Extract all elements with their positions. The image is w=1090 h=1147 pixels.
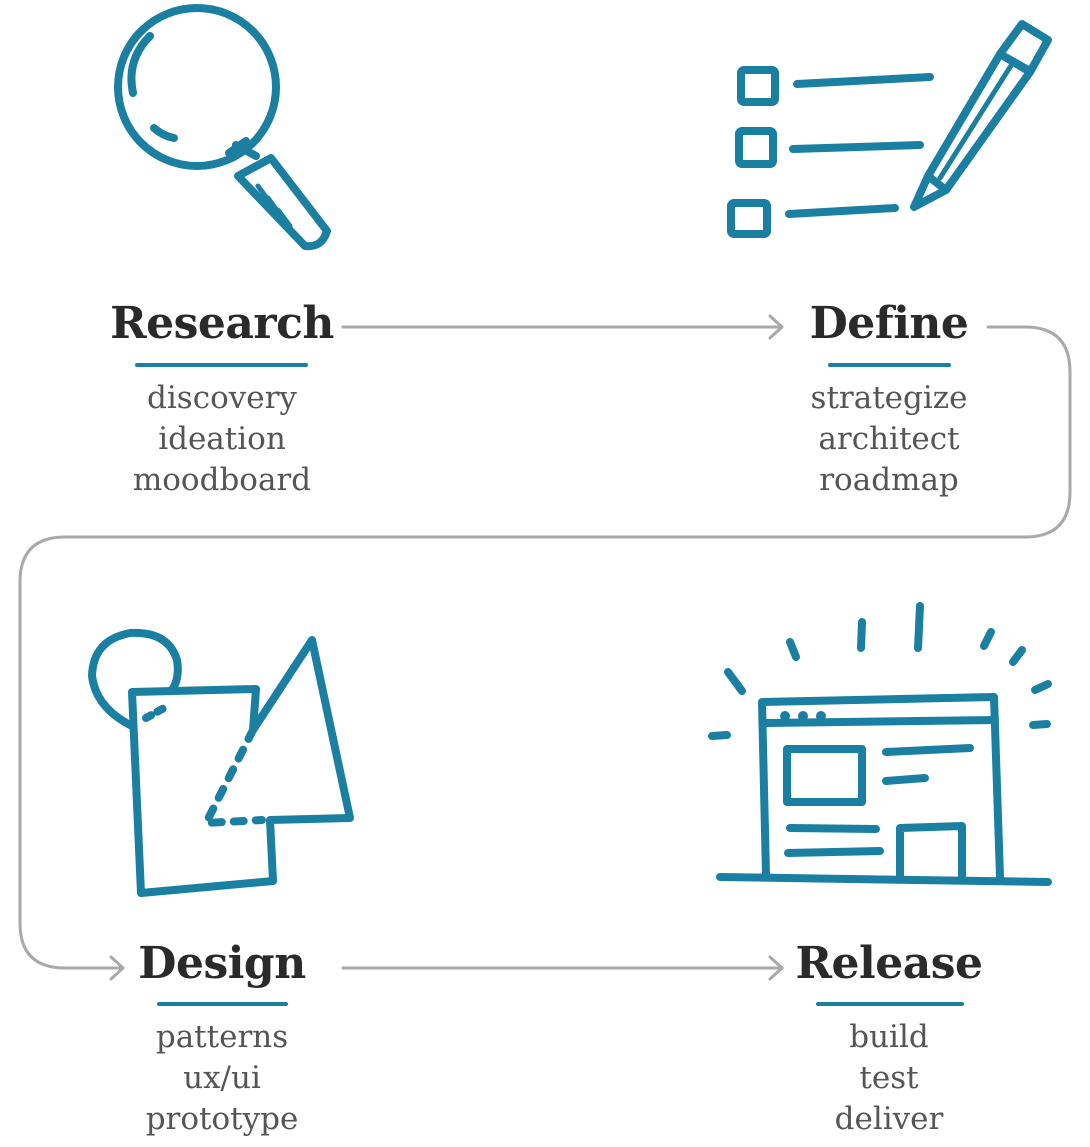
stage-item: architect xyxy=(818,421,960,457)
stage-item: deliver xyxy=(834,1101,944,1137)
arrow-define-to-design xyxy=(18,325,1072,981)
stage-underline-design xyxy=(157,1002,288,1006)
stage-items-release: build test deliver xyxy=(759,1017,1019,1140)
stage-item: build xyxy=(849,1019,929,1055)
stage-underline-release xyxy=(816,1002,964,1006)
arrow-design-to-release xyxy=(341,955,784,981)
stage-title-release: Release xyxy=(795,938,983,989)
stage-items-design: patterns ux/ui prototype xyxy=(92,1017,352,1140)
stage-underline-define xyxy=(828,363,951,367)
stage-underline-research xyxy=(135,363,308,367)
stage-title-research: Research xyxy=(110,298,334,349)
stage-item: roadmap xyxy=(819,462,959,498)
stage-items-research: discovery ideation moodboard xyxy=(92,378,352,501)
stage-title-design: Design xyxy=(138,938,306,989)
stage-title-define: Define xyxy=(809,298,969,349)
stage-item: prototype xyxy=(145,1101,299,1137)
stage-items-define: strategize architect roadmap xyxy=(759,378,1019,501)
stage-item: strategize xyxy=(810,380,968,416)
stage-item: ux/ui xyxy=(183,1060,261,1096)
stage-item: patterns xyxy=(155,1019,289,1055)
stage-item: test xyxy=(859,1060,919,1096)
stage-item: moodboard xyxy=(132,462,312,498)
arrow-research-to-define xyxy=(341,314,784,340)
stage-item: discovery xyxy=(147,380,297,416)
stage-item: ideation xyxy=(158,421,286,457)
